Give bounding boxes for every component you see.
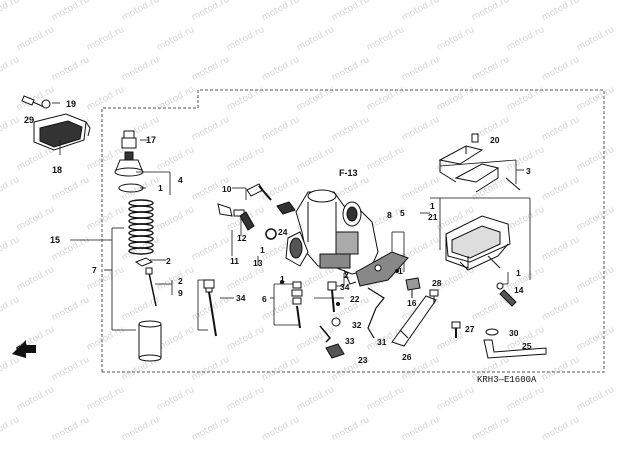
label-12: 12 [237,233,247,243]
drain-screw-14 [496,282,517,307]
diagram-code: KRH3—E1600A [477,375,537,385]
float-3 [438,145,521,193]
link-plate-31 [355,251,409,339]
washer-dot [395,269,399,273]
clip-30 [485,328,499,336]
label-14: 14 [514,285,524,295]
section-ref-f13: F-13 [339,168,358,178]
label-1-jet-set: 1 [280,274,285,284]
screw-20 [471,133,479,143]
cover-18 [33,113,91,151]
label-30: 30 [509,328,519,338]
label-7: 7 [92,265,97,275]
label-16: 16 [407,298,417,308]
o-ring-1 [118,183,144,193]
bolt-29 [21,95,45,108]
label-1-jet: 1 [260,245,265,255]
label-34-left: 34 [236,293,246,303]
throttle-screw-22 [319,281,345,359]
label-1-cap: 1 [158,183,163,193]
label-27: 27 [465,324,475,334]
top-cover-4 [114,151,144,177]
washer-dot [336,302,340,306]
label-19: 19 [66,99,77,109]
screw-10 [246,183,296,215]
label-32: 32 [352,320,362,330]
label-33: 33 [345,336,355,346]
frame-border [101,89,605,373]
label-25: 25 [522,341,532,351]
carburetor-body [285,189,379,285]
label-8: 8 [387,210,392,220]
label-29: 29 [24,115,35,125]
label-2-needle: 2 [178,276,183,286]
spring [128,199,154,255]
overflow-tube-25 [483,339,547,359]
screw-28 [429,289,439,304]
label-3: 3 [526,166,531,176]
label-2-screw: 2 [344,270,349,280]
label-6: 6 [262,294,267,304]
label-24: 24 [278,227,288,237]
washer-dot [280,280,284,284]
label-13: 13 [253,258,263,268]
label-1-drain: 1 [516,268,521,278]
float-chamber-5 [445,215,511,271]
label-26: 26 [402,352,412,362]
label-4: 4 [178,175,183,185]
label-23: 23 [358,355,368,365]
label-18: 18 [52,165,63,175]
bracket-16 [405,277,421,298]
label-31: 31 [377,337,387,347]
jet-set-6 [291,281,303,329]
label-2-clip: 2 [166,256,171,266]
fr-arrow-icon [12,340,36,358]
label-11: 11 [230,256,239,266]
label-17: 17 [146,135,157,145]
needle-clip [134,257,157,307]
drain-bolt-27 [451,321,461,338]
drain-tube-26 [391,295,437,347]
label-5: 5 [400,208,405,218]
label-15: 15 [50,235,61,245]
label-20: 20 [490,135,500,145]
label-10: 10 [222,184,232,194]
label-34-right: 34 [340,282,350,292]
o-ring-24 [265,228,277,240]
leader-lines [52,102,531,331]
cap-17 [121,130,137,149]
washer-19 [41,99,51,109]
label-22: 22 [350,294,360,304]
jet-12 [217,203,255,231]
label-28: 28 [432,278,442,288]
piston-valve-7 [138,320,162,362]
pilot-screw-34 [203,279,217,337]
label-1-chamber: 1 [430,201,435,211]
label-9: 9 [178,288,183,298]
label-1-link: 1 [398,266,403,276]
label-21: 21 [428,212,438,222]
